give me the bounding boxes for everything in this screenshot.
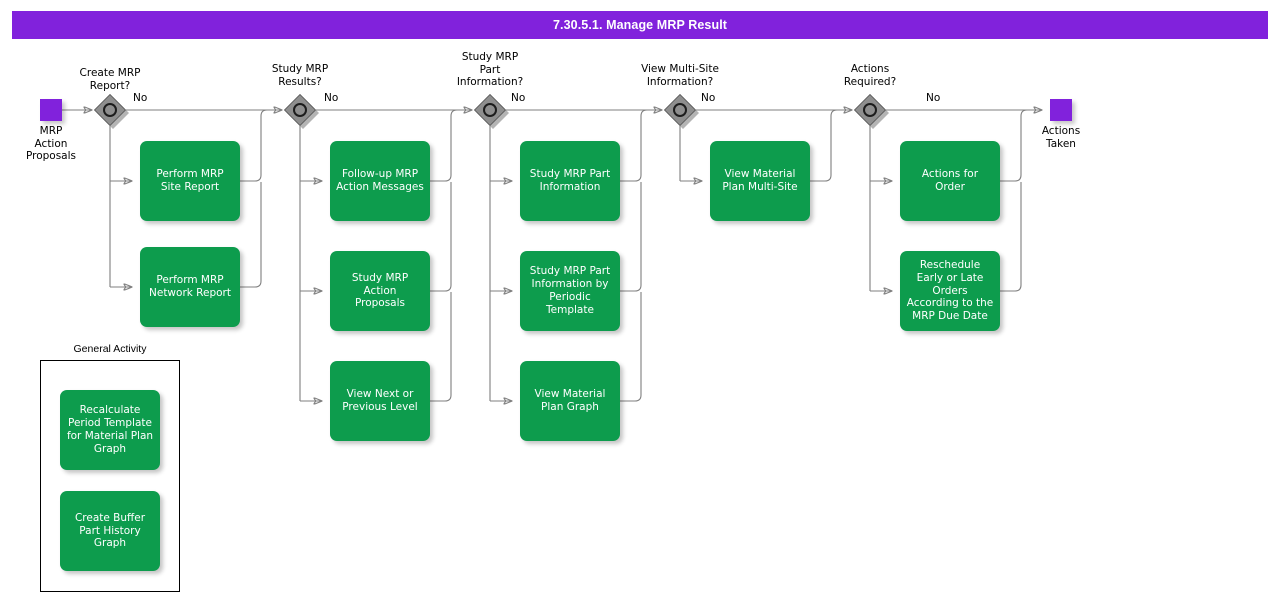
task-view-material-plan-multi-site[interactable]: View Material Plan Multi-Site [710,141,810,221]
page-title-bar: 7.30.5.1. Manage MRP Result [12,11,1268,39]
gateway-inclusive-icon [673,103,687,117]
gateway-no-label-3: No [511,92,526,104]
gateway-inclusive-icon [293,103,307,117]
task-study-mrp-part-information[interactable]: Study MRP Part Information [520,141,620,221]
gateway-label-create-mrp-report: Create MRP Report? [79,67,141,92]
gateway-study-mrp-part-information[interactable] [474,94,509,129]
gateway-no-label-2: No [324,92,339,104]
task-study-mrp-part-information-by-periodic-template[interactable]: Study MRP Part Information by Periodic T… [520,251,620,331]
gateway-label-study-mrp-part-information: Study MRP Part Information? [456,51,524,89]
task-view-next-or-previous-level[interactable]: View Next or Previous Level [330,361,430,441]
gateway-actions-required[interactable] [854,94,889,129]
task-reschedule-early-or-late-orders[interactable]: Reschedule Early or Late Orders Accordin… [900,251,1000,331]
gateway-view-multi-site-information[interactable] [664,94,699,129]
end-event-actions-taken[interactable] [1050,99,1072,121]
task-perform-mrp-network-report[interactable]: Perform MRP Network Report [140,247,240,327]
gateway-inclusive-icon [103,103,117,117]
group-title-general-activity: General Activity [73,343,147,355]
end-event-label: Actions Taken [1041,125,1081,150]
task-study-mrp-action-proposals[interactable]: Study MRP Action Proposals [330,251,430,331]
task-create-buffer-part-history-graph[interactable]: Create Buffer Part History Graph [60,491,160,571]
task-recalculate-period-template[interactable]: Recalculate Period Template for Material… [60,390,160,470]
gateway-no-label-5: No [926,92,941,104]
task-perform-mrp-site-report[interactable]: Perform MRP Site Report [140,141,240,221]
task-follow-up-mrp-action-messages[interactable]: Follow-up MRP Action Messages [330,141,430,221]
gateway-label-view-multi-site-information: View Multi-Site Information? [641,63,719,88]
gateway-study-mrp-results[interactable] [284,94,319,129]
task-actions-for-order[interactable]: Actions for Order [900,141,1000,221]
gateway-no-label-4: No [701,92,716,104]
gateway-no-label-1: No [133,92,148,104]
gateway-inclusive-icon [863,103,877,117]
gateway-label-study-mrp-results: Study MRP Results? [271,63,329,88]
gateway-label-actions-required: Actions Required? [843,63,897,88]
start-event-label: MRP Action Proposals [25,125,77,163]
task-view-material-plan-graph[interactable]: View Material Plan Graph [520,361,620,441]
gateway-create-mrp-report[interactable] [94,94,129,129]
page-title: 7.30.5.1. Manage MRP Result [552,18,728,32]
gateway-inclusive-icon [483,103,497,117]
start-event-mrp-action-proposals[interactable] [40,99,62,121]
